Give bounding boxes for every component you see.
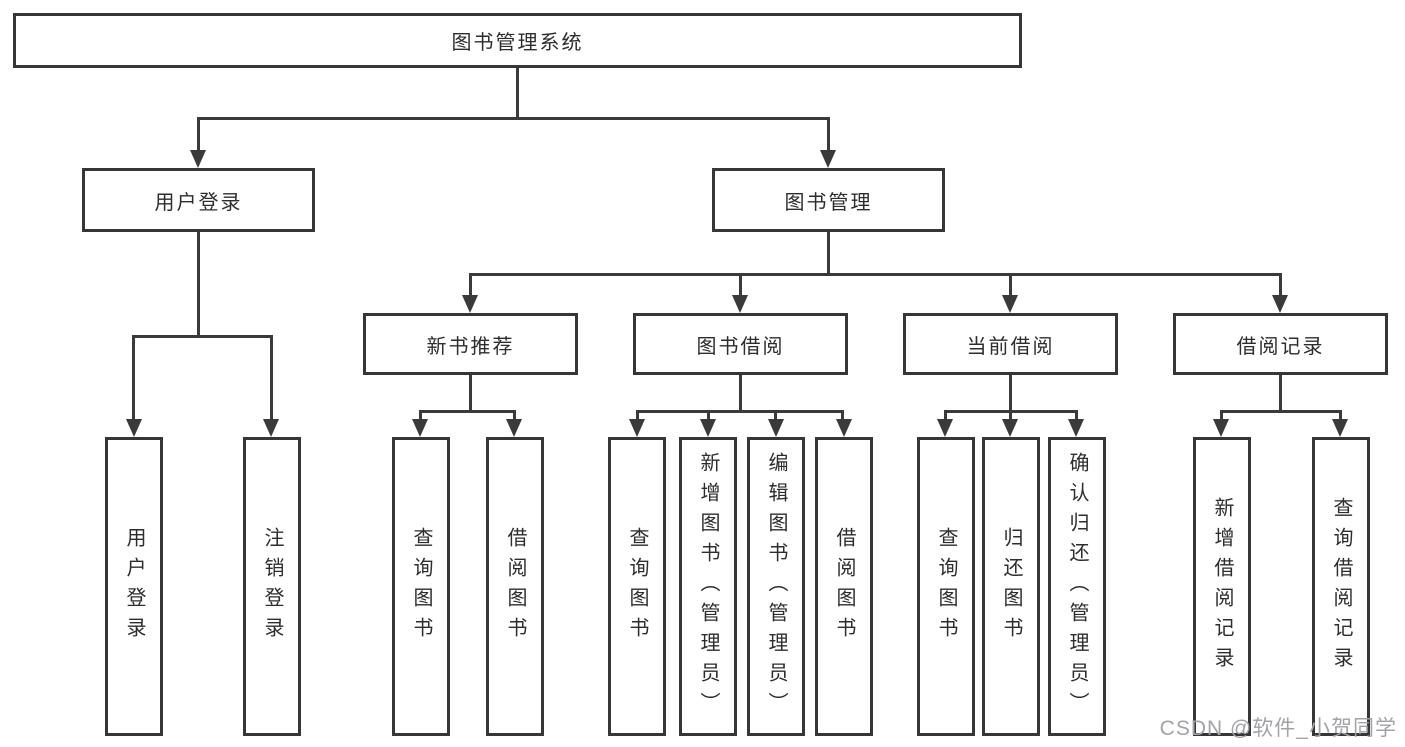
arrowhead-icon [190,150,206,168]
node-library-management-system: 图书管理系统 [13,13,1022,68]
arrowhead-icon [1002,419,1018,437]
arrowhead-icon [629,419,645,437]
leaf-query-books-recommend: 查询图书 [392,437,450,736]
connector-to-leaf [636,410,639,420]
connector-to-user-login [197,117,200,151]
node-label: 图书管理系统 [451,32,584,54]
node-label: 新书推荐 [426,335,515,358]
arrowhead-icon [768,419,784,437]
connector-book-borrow-branch [636,410,844,413]
connector-to-leaf [270,335,273,420]
arrowhead-icon [836,419,852,437]
connector-to-leaf [841,410,844,420]
node-label: 用户登录 [154,191,243,214]
node-user-login: 用户登录 [82,168,315,232]
leaf-label: 新增图书（管理员） [697,451,719,722]
connector-to-leaf [132,335,135,420]
leaf-label: 用户登录 [123,526,145,647]
leaf-add-books-admin: 新增图书（管理员） [679,437,737,736]
leaf-label: 新增借阅记录 [1211,496,1233,677]
arrowhead-icon [937,419,953,437]
connector-to-new-book [469,273,472,296]
connector-current-borrow-stem [1009,375,1012,410]
leaf-label: 查询借阅记录 [1330,496,1352,677]
connector-to-book-borrow [739,273,742,296]
node-label: 图书管理 [784,191,873,214]
leaf-label: 查询图书 [626,526,648,647]
leaf-user-login: 用户登录 [105,437,163,736]
arrowhead-icon [1332,419,1348,437]
connector-new-book-stem [469,375,472,410]
connector-to-leaf [1220,410,1223,420]
connector-to-borrow-records [1279,273,1282,296]
connector-book-management-branch [469,273,1282,276]
leaf-logout: 注销登录 [243,437,301,736]
leaf-label: 编辑图书（管理员） [765,451,787,722]
connector-to-leaf [513,410,516,420]
leaf-label: 借阅图书 [833,526,855,647]
node-current-borrowing: 当前借阅 [903,313,1118,375]
connector-borrow-records-stem [1279,375,1282,410]
leaf-query-books-current: 查询图书 [917,437,975,736]
csdn-watermark: CSDN @软件_小贺同学 [1159,717,1397,740]
connector-root-branch [197,117,830,120]
arrowhead-icon [1002,295,1018,313]
node-borrowing-records: 借阅记录 [1173,313,1388,375]
leaf-label: 确认归还（管理员） [1066,451,1088,722]
leaf-label: 归还图书 [1000,526,1022,647]
connector-book-management-stem [827,232,830,273]
arrowhead-icon [820,150,836,168]
connector-borrow-records-branch [1220,410,1341,413]
arrowhead-icon [412,419,428,437]
leaf-edit-books-admin: 编辑图书（管理员） [747,437,805,736]
leaf-label: 注销登录 [261,526,283,647]
connector-to-leaf [774,410,777,420]
connector-to-leaf [1009,410,1012,420]
node-book-management: 图书管理 [712,168,945,232]
leaf-label: 查询图书 [935,526,957,647]
connector-to-leaf [707,410,710,420]
connector-to-leaf [1339,410,1342,420]
connector-new-book-branch [419,410,516,413]
node-label: 图书借阅 [696,335,785,358]
leaf-label: 借阅图书 [504,526,526,647]
connector-to-leaf [1075,410,1078,420]
leaf-confirm-return-admin: 确认归还（管理员） [1048,437,1106,736]
leaf-query-borrow-record: 查询借阅记录 [1312,437,1370,736]
leaf-return-books: 归还图书 [982,437,1040,736]
node-label: 当前借阅 [966,335,1055,358]
leaf-query-books-borrow: 查询图书 [608,437,666,736]
connector-root-stem [516,68,519,118]
arrowhead-icon [1213,419,1229,437]
connector-to-leaf [419,410,422,420]
leaf-borrow-books-recommend: 借阅图书 [486,437,544,736]
connector-to-book-management [827,117,830,151]
arrowhead-icon [506,419,522,437]
arrowhead-icon [732,295,748,313]
arrowhead-icon [700,419,716,437]
connector-user-login-branch [132,335,272,338]
node-book-borrowing: 图书借阅 [633,313,848,375]
arrowhead-icon [1272,295,1288,313]
node-new-book-recommendation: 新书推荐 [363,313,578,375]
connector-to-current-borrow [1009,273,1012,296]
arrowhead-icon [263,419,279,437]
connector-user-login-stem [197,232,200,335]
arrowhead-icon [126,419,142,437]
leaf-borrow-books: 借阅图书 [815,437,873,736]
connector-book-borrow-stem [739,375,742,410]
arrowhead-icon [462,295,478,313]
leaf-add-borrow-record: 新增借阅记录 [1193,437,1251,736]
connector-to-leaf [944,410,947,420]
leaf-label: 查询图书 [410,526,432,647]
arrowhead-icon [1068,419,1084,437]
node-label: 借阅记录 [1236,335,1325,358]
